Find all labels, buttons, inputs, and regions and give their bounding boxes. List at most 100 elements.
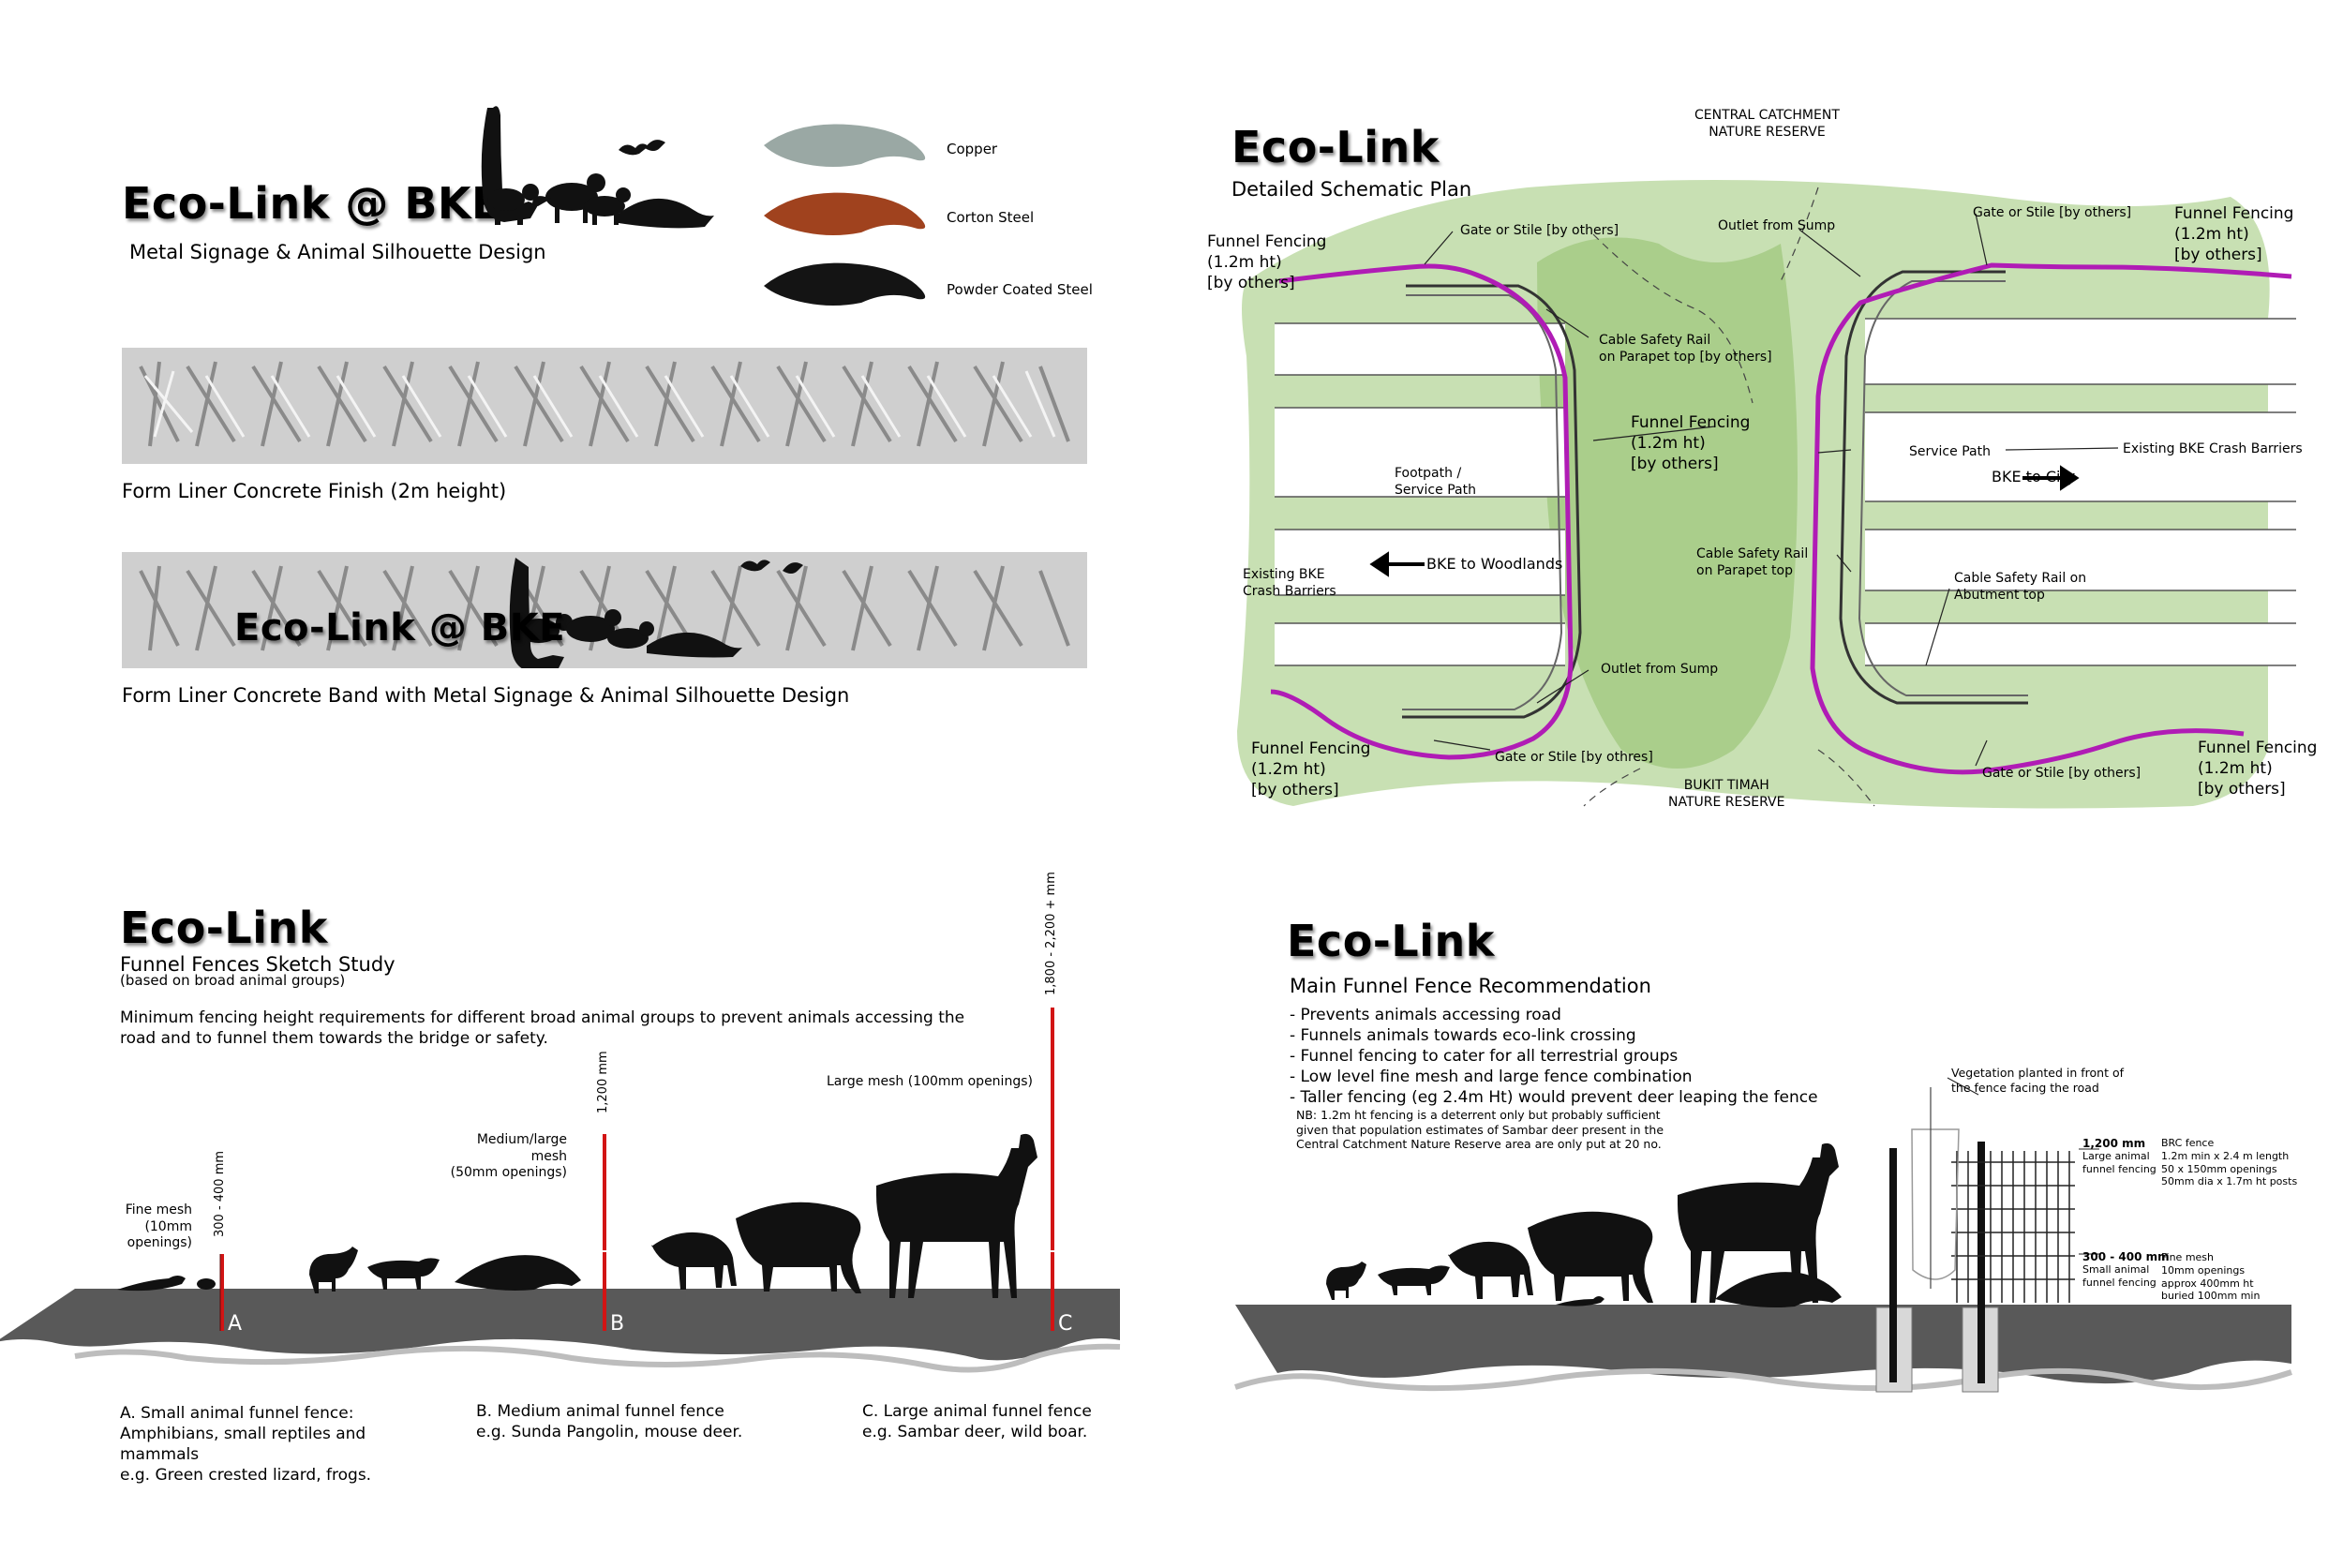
funnel-fencing-label-center: Funnel Fencing (1.2m ht) [by others] bbox=[1631, 413, 1751, 474]
wild-boar-silhouette bbox=[736, 1202, 861, 1293]
mesh-c-label: Large mesh (100mm openings) bbox=[827, 1074, 1033, 1089]
brc-fence-spec: BRC fence 1.2m min x 2.4 m length 50 x 1… bbox=[2161, 1137, 2298, 1188]
civet-silhouette-2 bbox=[1378, 1265, 1450, 1295]
form-liner-band bbox=[122, 348, 1087, 464]
recommendation-bullets: - Prevents animals accessing road - Funn… bbox=[1290, 1005, 1818, 1108]
bridge-deck bbox=[1537, 237, 1798, 769]
recommendation-title: Eco-Link bbox=[1287, 916, 1495, 966]
funnel-fencing-label-tr: Funnel Fencing (1.2m ht) [by others] bbox=[2174, 204, 2294, 265]
funnel-fencing-label-bl: Funnel Fencing (1.2m ht) [by others] bbox=[1251, 739, 1371, 800]
form-liner-texture bbox=[139, 361, 1070, 447]
funnel-fencing-label-tl: Funnel Fencing (1.2m ht) [by others] bbox=[1207, 232, 1327, 293]
pangolin-silhouette-2 bbox=[1715, 1272, 1842, 1307]
material-powder: Powder Coated Steel bbox=[947, 281, 1093, 298]
sketch-note: (based on broad animal groups) bbox=[120, 972, 346, 989]
bullet-item: - Taller fencing (eg 2.4m Ht) would prev… bbox=[1290, 1088, 1818, 1108]
footpath-label: Footpath / Service Path bbox=[1395, 466, 1476, 498]
cable-rail-label-parapet: Cable Safety Rail on Parapet top [by oth… bbox=[1599, 333, 1772, 365]
large-fence-label: Large animal funnel fencing bbox=[2082, 1150, 2156, 1175]
small-fence-label: Small animal funnel fencing bbox=[2082, 1263, 2156, 1289]
outlet-sump-label-top: Outlet from Sump bbox=[1718, 218, 1836, 233]
fence-a-height: 300 - 400 mm bbox=[213, 1150, 227, 1237]
fence-a-description: A. Small animal funnel fence: Amphibians… bbox=[120, 1404, 372, 1486]
powder-pangolin-swatch bbox=[764, 262, 926, 306]
outlet-sump-label-bottom: Outlet from Sump bbox=[1601, 662, 1719, 677]
bke-to-woodlands-label: BKE to Woodlands bbox=[1426, 555, 1563, 573]
gate-stile-label-br: Gate or Stile [by others] bbox=[1982, 766, 2142, 781]
ground-cross-section-2 bbox=[1235, 1305, 2291, 1384]
vegetation-area bbox=[1237, 180, 2270, 809]
bke-to-city-label: BKE to City bbox=[1992, 468, 2076, 485]
pangolin-silhouette bbox=[455, 1255, 581, 1291]
frog-silhouette bbox=[197, 1278, 216, 1290]
fence-post-left bbox=[1889, 1148, 1897, 1382]
fence-a-height-wrap: 300 - 400 mm bbox=[213, 1151, 299, 1251]
sketch-intro: Minimum fencing height requirements for … bbox=[120, 1008, 965, 1049]
left-abutment bbox=[1402, 284, 1582, 719]
mouse-deer-silhouette bbox=[309, 1247, 358, 1293]
band-signage-text: Eco-Link @ BKE bbox=[234, 606, 566, 650]
civet-silhouette bbox=[367, 1258, 440, 1290]
fence-b-height: 1,200 mm bbox=[596, 1051, 610, 1113]
central-catchment-label: CENTRAL CATCHMENT NATURE RESERVE bbox=[1694, 108, 1840, 140]
dimension-lines bbox=[1947, 1077, 2099, 1255]
cable-rail-label-abutment: Cable Safety Rail on Abutment top bbox=[1954, 571, 2087, 603]
sketch-title: Eco-Link bbox=[120, 903, 328, 953]
recommendation-animal-silhouettes bbox=[1326, 1142, 1842, 1307]
gate-stile-label-tr: Gate or Stile [by others] bbox=[1973, 205, 2132, 220]
lizard-silhouette-2 bbox=[1556, 1296, 1604, 1307]
material-copper: Copper bbox=[947, 141, 998, 157]
fence-c-letter: C bbox=[1058, 1312, 1073, 1336]
gate-stile-label-bl: Gate or Stile [by othres] bbox=[1495, 750, 1653, 765]
vegetation-sketch bbox=[1911, 1128, 1960, 1280]
bullet-item: - Funnels animals towards eco-link cross… bbox=[1290, 1026, 1636, 1046]
crash-barrier-label-left: Existing BKE Crash Barriers bbox=[1243, 567, 1336, 599]
signage-band-caption: Form Liner Concrete Band with Metal Sign… bbox=[122, 684, 850, 707]
fence-a-letter: A bbox=[228, 1312, 243, 1336]
service-path-label: Service Path bbox=[1909, 444, 1991, 459]
fence-c-height-wrap: 1,800 - 2,200 + mm bbox=[1044, 872, 1168, 1009]
material-corton: Corton Steel bbox=[947, 209, 1035, 226]
tapir-silhouette bbox=[651, 1232, 737, 1290]
right-abutment bbox=[1839, 270, 2028, 705]
fence-c-height: 1,800 - 2,200 + mm bbox=[1044, 872, 1058, 995]
sketch-subtitle: Funnel Fences Sketch Study bbox=[120, 953, 395, 976]
fence-b-description: B. Medium animal funnel fence e.g. Sunda… bbox=[476, 1402, 743, 1442]
sketch-animal-silhouettes bbox=[117, 1133, 1037, 1298]
bukit-timah-label: BUKIT TIMAH NATURE RESERVE bbox=[1668, 778, 1785, 810]
corton-pangolin-swatch bbox=[764, 192, 926, 235]
vegetation-note: Vegetation planted in front of the fence… bbox=[1951, 1066, 2124, 1095]
signage-title: Eco-Link @ BKE bbox=[122, 178, 501, 229]
bullet-item: - Low level fine mesh and large fence co… bbox=[1290, 1068, 1693, 1087]
fence-b-letter: B bbox=[610, 1312, 625, 1336]
cable-rail-label-center: Cable Safety Rail on Parapet top bbox=[1696, 546, 1809, 578]
mesh-b-label: Medium/large mesh (50mm openings) bbox=[450, 1132, 567, 1180]
crash-barrier-label-right: Existing BKE Crash Barriers bbox=[2123, 441, 2303, 456]
plan-subtitle: Detailed Schematic Plan bbox=[1231, 178, 1472, 201]
sambar-deer-silhouette bbox=[876, 1133, 1037, 1298]
bullet-item: - Funnel fencing to cater for all terres… bbox=[1290, 1047, 1679, 1067]
recommendation-subtitle: Main Funnel Fence Recommendation bbox=[1290, 975, 1651, 997]
mouse-deer-silhouette-2 bbox=[1326, 1262, 1366, 1300]
mesh-a-label: Fine mesh (10mm openings) bbox=[125, 1202, 192, 1250]
wild-boar-silhouette-2 bbox=[1528, 1211, 1653, 1303]
sambar-deer-silhouette-2 bbox=[1678, 1142, 1839, 1303]
signage-subtitle: Metal Signage & Animal Silhouette Design bbox=[129, 241, 546, 263]
paths bbox=[1583, 187, 1875, 807]
fine-mesh-spec: Fine mesh 10mm openings approx 400mm ht … bbox=[2161, 1251, 2261, 1303]
bullet-item: - Prevents animals accessing road bbox=[1290, 1006, 1561, 1024]
brc-mesh bbox=[1951, 1151, 2075, 1303]
fence-b-height-wrap: 1,200 mm bbox=[596, 1051, 659, 1127]
funnel-fence-lines bbox=[1270, 262, 2292, 775]
lizard-silhouette bbox=[117, 1276, 186, 1292]
copper-pangolin-swatch bbox=[764, 124, 926, 167]
fence-c-description: C. Large animal funnel fence e.g. Sambar… bbox=[862, 1402, 1092, 1442]
gate-stile-label-tl: Gate or Stile [by others] bbox=[1460, 223, 1619, 238]
plan-title: Eco-Link bbox=[1231, 122, 1440, 172]
form-liner-signage-band: Eco-Link @ BKE bbox=[122, 552, 1087, 668]
nb-note: NB: 1.2m ht fencing is a deterrent only … bbox=[1296, 1108, 1664, 1152]
